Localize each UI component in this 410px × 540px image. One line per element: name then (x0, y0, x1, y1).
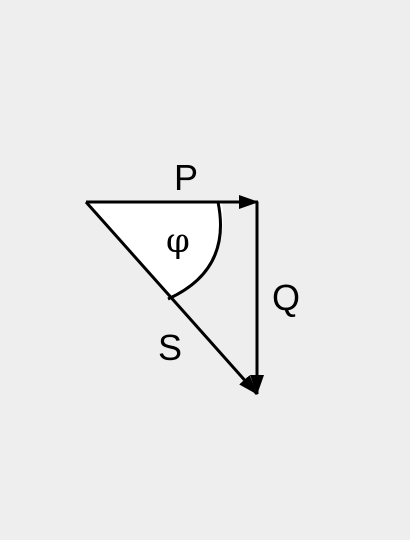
p-label: P (174, 157, 198, 198)
s-label: S (158, 327, 182, 368)
angle-arc (167, 201, 222, 301)
q-label: Q (272, 277, 300, 318)
angle-label: φ (166, 221, 190, 261)
angle-sector (86, 202, 223, 298)
s-vector (84, 201, 259, 395)
